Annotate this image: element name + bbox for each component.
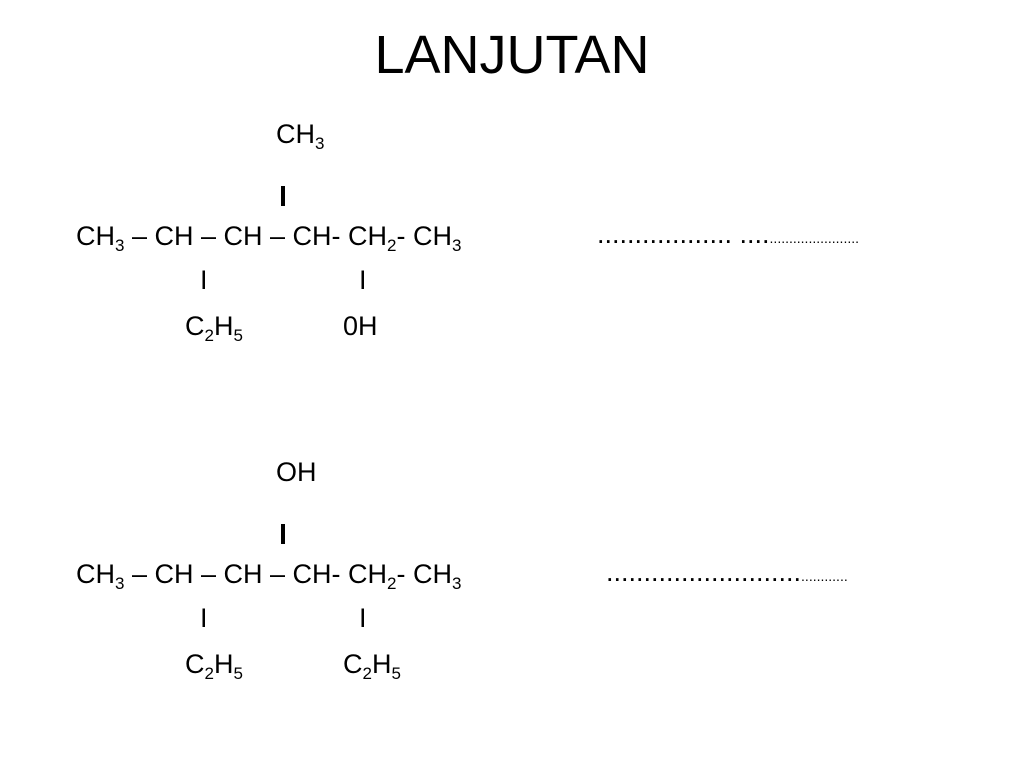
top-substituent: CH3	[276, 119, 325, 153]
main-chain: CH3 – CH – CH – CH- CH2- CH3	[76, 221, 462, 255]
main-chain: CH3 – CH – CH – CH- CH2- CH3	[76, 559, 462, 593]
right-substituent: 0H	[343, 311, 378, 341]
answer-blank[interactable]: .................. .....................…	[597, 219, 860, 249]
right-bond: I	[359, 603, 367, 633]
left-bond: I	[200, 265, 208, 295]
right-substituent: C2H5	[343, 649, 401, 683]
top-substituent: OH	[276, 457, 317, 487]
top-bond	[281, 186, 285, 206]
top-bond	[281, 524, 285, 544]
right-bond: I	[359, 265, 367, 295]
answer-blank[interactable]: ......................................	[606, 557, 848, 587]
left-substituent: C2H5	[185, 649, 243, 683]
page-title: LANJUTAN	[374, 25, 650, 85]
left-bond: I	[200, 603, 208, 633]
structure-2: OH CH3 – CH – CH – CH- CH2- CH3 ........…	[0, 450, 1024, 750]
left-substituent: C2H5	[185, 311, 243, 345]
structure-1: CH3 CH3 – CH – CH – CH- CH2- CH3 .......…	[0, 112, 1024, 412]
